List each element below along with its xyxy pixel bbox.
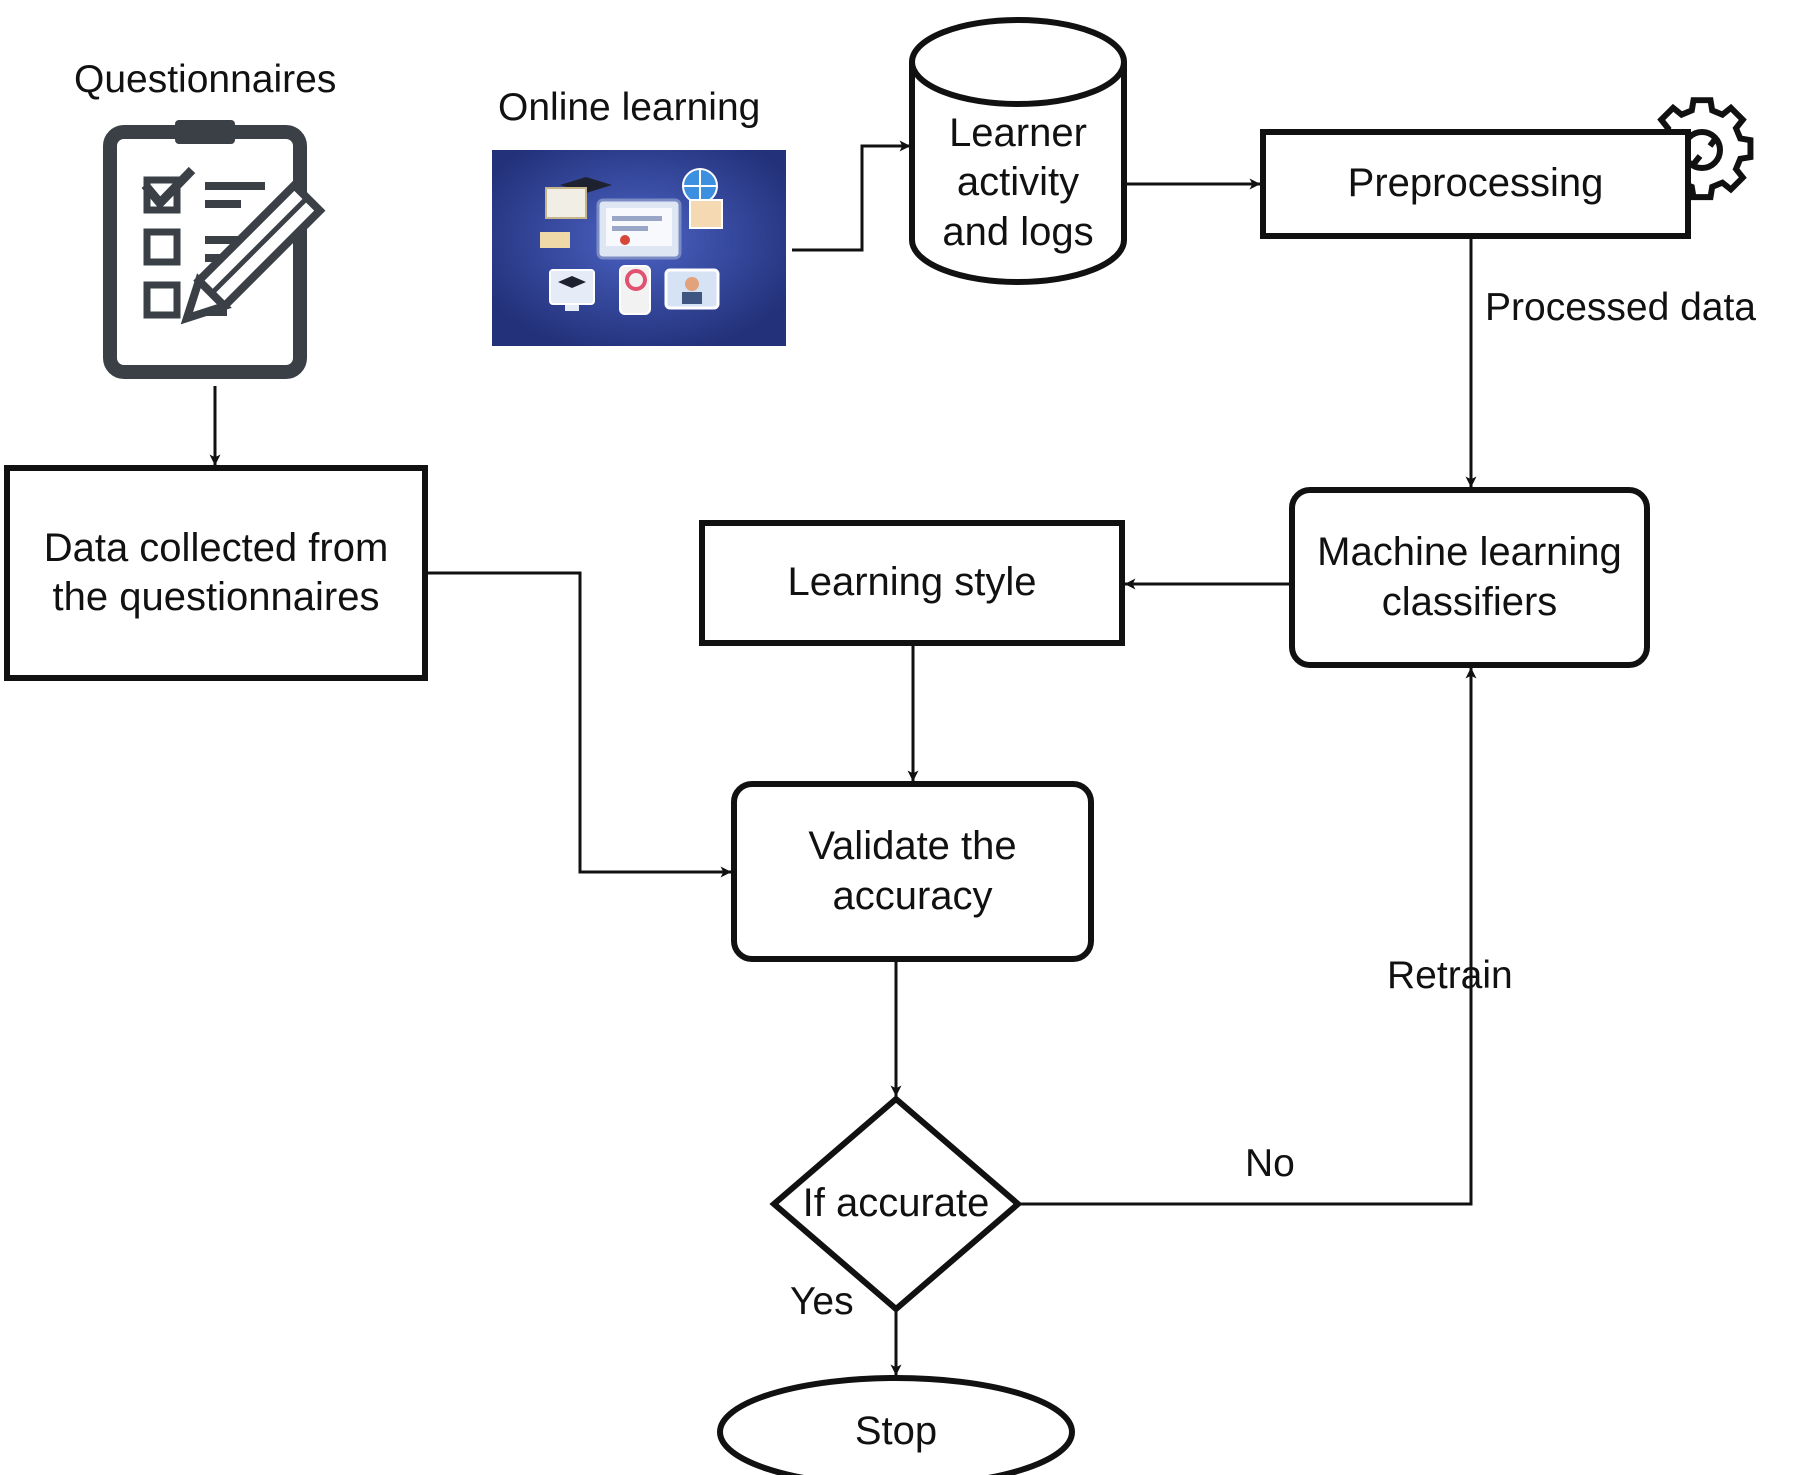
ml-classifiers-label: Machine learning classifiers xyxy=(1292,490,1647,665)
stop-terminal xyxy=(717,1375,1075,1475)
learner-logs-database xyxy=(909,17,1127,285)
yes-label: Yes xyxy=(790,1280,854,1323)
online-learning-label: Online learning xyxy=(498,86,761,129)
retrain-label: Retrain xyxy=(1387,954,1513,997)
learner-logs-line-3: and logs xyxy=(942,209,1094,254)
no-label: No xyxy=(1245,1142,1295,1185)
arrow-no-retrain xyxy=(1019,667,1477,1206)
questionnaires-label: Questionnaires xyxy=(74,58,337,101)
preprocessing-label: Preprocessing xyxy=(1347,161,1604,206)
data-collected-label: Data collected from the questionnaires xyxy=(7,468,425,678)
clipboard-checklist-icon xyxy=(103,120,326,379)
validate-line-1: Validate the xyxy=(808,824,1017,869)
online-learning-illustration xyxy=(492,150,786,346)
ml-classifiers-box xyxy=(1289,487,1650,668)
processed-data-label: Processed data xyxy=(1485,286,1757,329)
if-accurate-diamond xyxy=(769,1095,1023,1313)
arrow-online-to-logs xyxy=(792,140,911,252)
ml-classifiers-line-2: classifiers xyxy=(1381,579,1558,624)
data-collected-line-1: Data collected from xyxy=(43,525,389,570)
validate-label: Validate the accuracy xyxy=(734,784,1091,959)
learner-logs-line-1: Learner xyxy=(949,111,1087,156)
learning-style-box xyxy=(699,520,1125,646)
data-collected-box xyxy=(4,465,428,681)
data-collected-line-2: the questionnaires xyxy=(52,575,380,619)
learning-style-label: Learning style xyxy=(787,560,1037,605)
stop-label: Stop xyxy=(854,1409,938,1454)
learner-logs-line-2: activity xyxy=(956,160,1080,205)
validate-box xyxy=(731,781,1094,962)
if-accurate-label: If accurate xyxy=(802,1181,990,1226)
ml-classifiers-line-1: Machine learning xyxy=(1317,530,1622,575)
preprocessing-box xyxy=(1260,129,1691,239)
validate-line-2: accuracy xyxy=(832,873,993,918)
arrow-data-to-validate xyxy=(426,571,732,878)
learner-logs-label: Learner activity and logs xyxy=(912,108,1124,258)
